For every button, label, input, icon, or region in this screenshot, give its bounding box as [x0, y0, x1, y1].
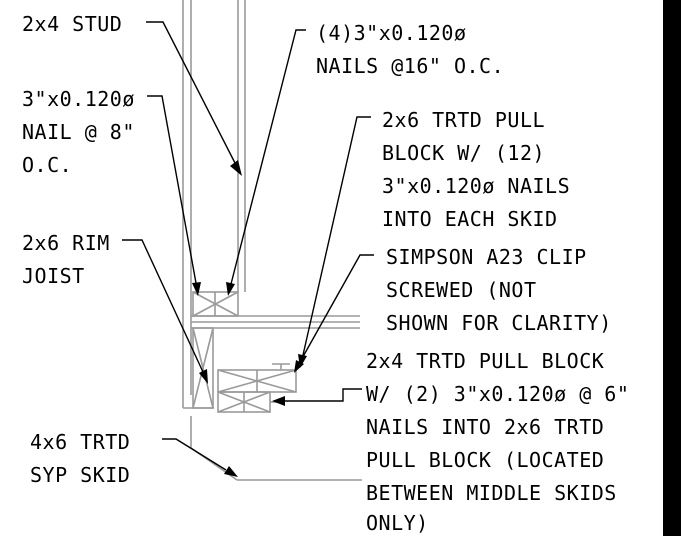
label-rim-joist-line-2: JOIST: [22, 264, 85, 288]
label-simpson-clip-line-2: SCREWED (NOT: [386, 278, 537, 302]
label-skid-line-1: 4x6 TRTD: [30, 430, 130, 454]
label-2x4-pull-block-line-5: BETWEEN MIDDLE SKIDS: [366, 481, 617, 505]
label-2x4-stud: 2x4 STUD: [22, 12, 122, 36]
label-2x4-pull-block-line-1: 2x4 TRTD PULL BLOCK: [366, 349, 604, 373]
leader-lines: [122, 21, 374, 477]
label-2x6-pull-block-line-2: BLOCK W/ (12): [382, 141, 545, 165]
framing-linework: [182, 0, 362, 481]
label-top-nails-line-2: NAILS @16" O.C.: [316, 54, 504, 78]
annotations: 2x4 STUD (4)3"x0.120ø NAILS @16" O.C. 3"…: [22, 12, 629, 535]
label-skid-line-2: SYP SKID: [30, 463, 130, 487]
label-top-nails-line-1: (4)3"x0.120ø: [316, 21, 467, 45]
label-2x4-pull-block-line-6: ONLY): [366, 511, 429, 535]
label-2x4-pull-block-line-2: W/ (2) 3"x0.120ø @ 6": [366, 382, 629, 406]
label-2x4-pull-block-line-4: PULL BLOCK (LOCATED: [366, 448, 604, 472]
label-nail-8oc-line-3: O.C.: [22, 153, 72, 177]
label-rim-joist-line-1: 2x6 RIM: [22, 231, 110, 255]
label-nail-8oc-line-1: 3"x0.120ø: [22, 87, 135, 111]
label-2x6-pull-block-line-4: INTO EACH SKID: [382, 207, 558, 231]
label-2x6-pull-block-line-3: 3"x0.120ø NAILS: [382, 174, 570, 198]
sheet-border-bar: [663, 0, 681, 536]
label-2x4-pull-block-line-3: NAILS INTO 2x6 TRTD: [366, 415, 604, 439]
label-simpson-clip-line-1: SIMPSON A23 CLIP: [386, 245, 587, 269]
label-nail-8oc-line-2: NAIL @ 8": [22, 120, 135, 144]
label-2x6-pull-block-line-1: 2x6 TRTD PULL: [382, 108, 545, 132]
label-simpson-clip-line-3: SHOWN FOR CLARITY): [386, 311, 612, 335]
